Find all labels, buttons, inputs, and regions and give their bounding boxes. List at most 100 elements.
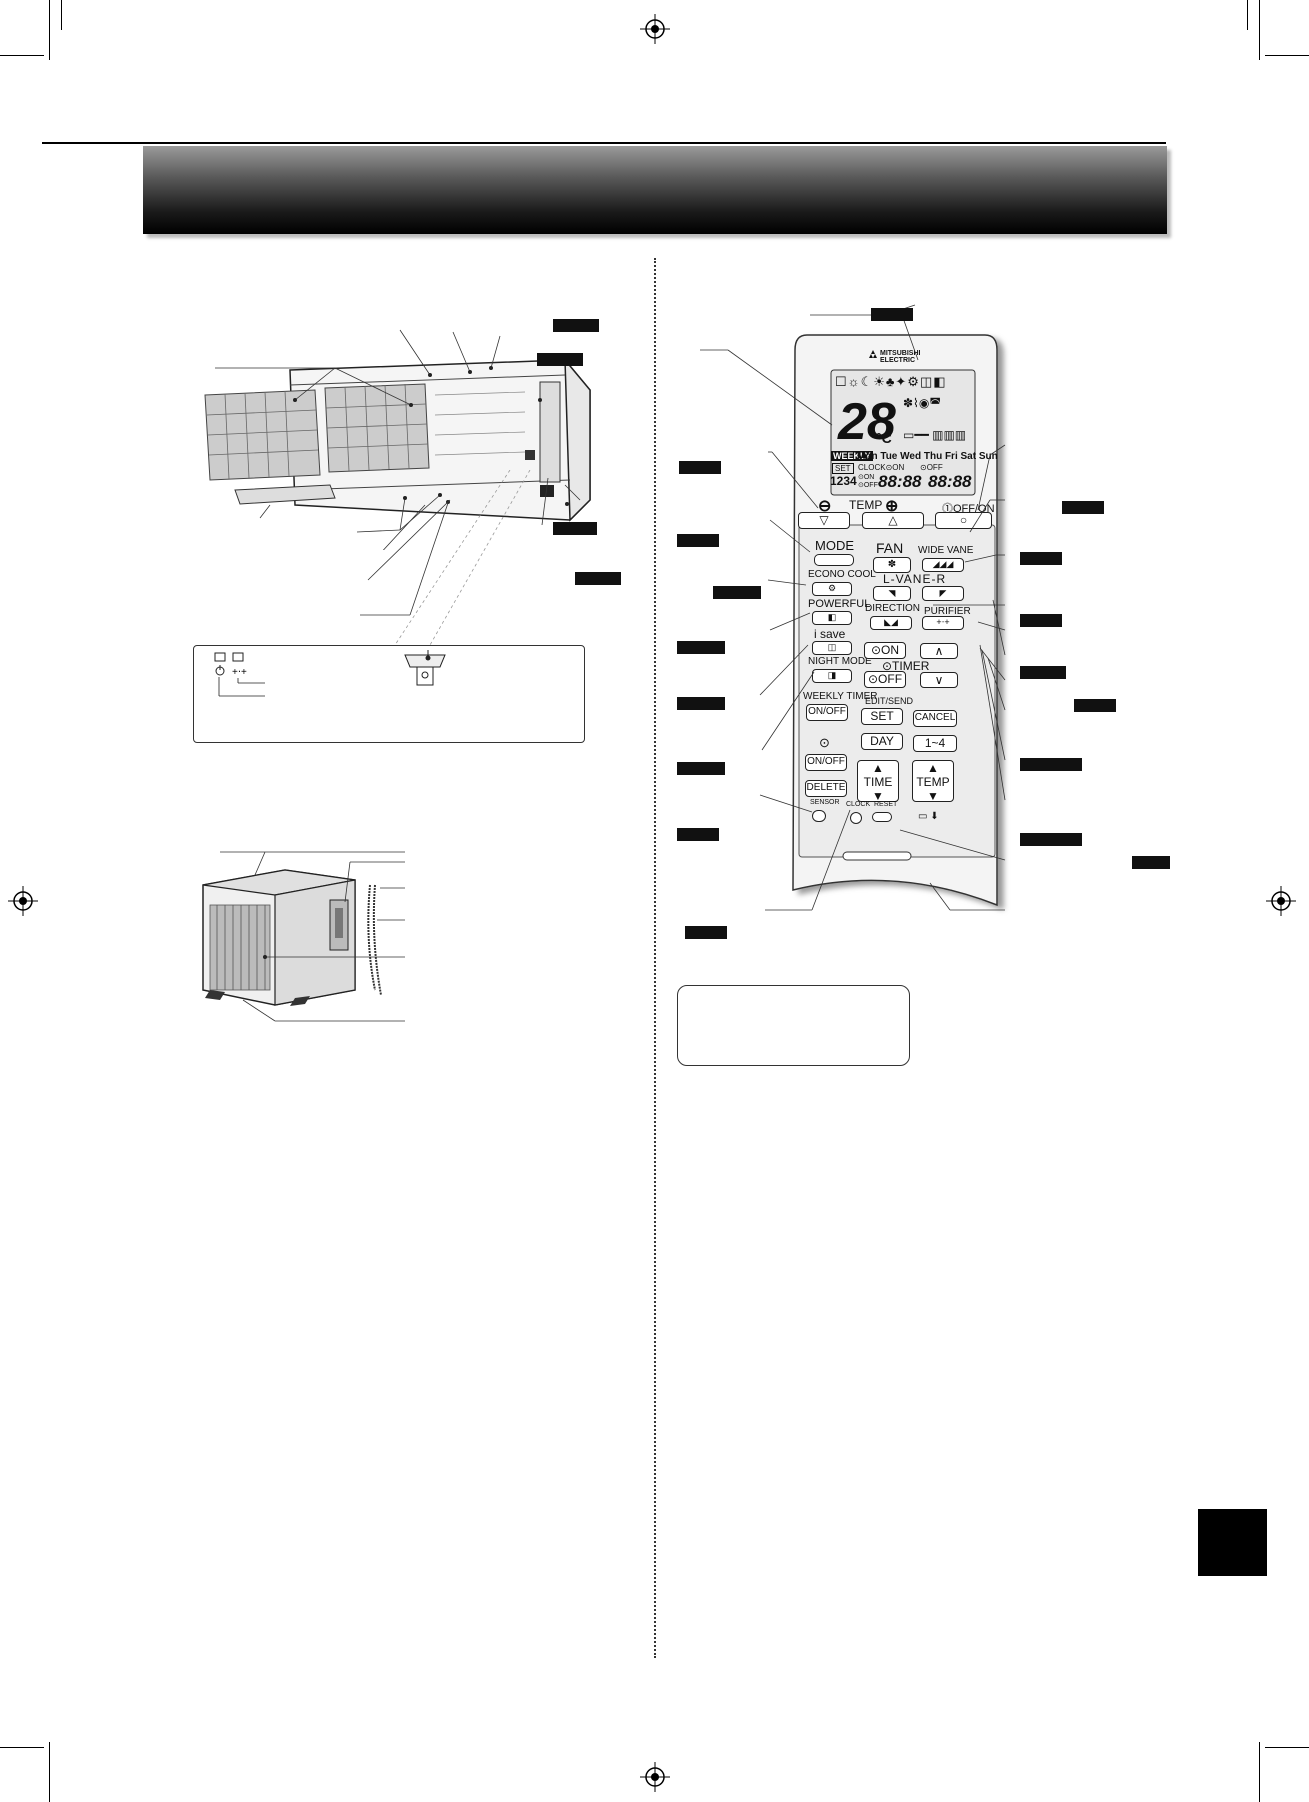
purifier-button[interactable]: +‧+ <box>922 616 964 630</box>
callout-tag <box>677 641 725 654</box>
timer-label: ⊙TIMER <box>882 659 930 673</box>
night-mode-button[interactable]: ◨ <box>812 669 852 683</box>
outdoor-unit-illustration <box>202 851 405 1022</box>
callout-tag <box>679 461 721 474</box>
temp-up-button[interactable]: △ <box>862 512 924 529</box>
lcd-vane-icons: ▭━━ ▥▥▥ <box>903 428 967 442</box>
temp-set-button[interactable]: ▲TEMP▼ <box>912 760 954 803</box>
callout-tag <box>1074 699 1116 712</box>
lcd-temp-unit: °C <box>876 430 892 446</box>
lcd-temp-display: 28 <box>838 393 896 451</box>
crop-mark <box>0 1747 44 1748</box>
l-vane-r-label: L-VANE-R <box>883 572 947 586</box>
crop-mark <box>1265 1747 1309 1748</box>
crop-mark <box>61 0 62 30</box>
lcd-fan-icons: ✽⌇◉◚ <box>903 396 942 410</box>
callout-tag <box>1132 856 1170 869</box>
delete-button[interactable]: DELETE <box>805 780 847 797</box>
powerful-label: POWERFUL <box>808 598 871 610</box>
callout-tag <box>1020 552 1062 565</box>
lcd-on-small: ⊙ON <box>858 474 875 481</box>
time-button-label: TIME <box>863 775 893 789</box>
lcd-time-display-1: 88:88 <box>878 472 922 491</box>
clock-on-off-button[interactable]: ON/OFF <box>805 754 847 771</box>
night-mode-label: NIGHT MODE <box>808 656 872 667</box>
weekly-timer-on-off-button[interactable]: ON/OFF <box>806 704 848 721</box>
econo-cool-button[interactable]: ⚙ <box>812 582 852 596</box>
crop-mark <box>0 55 44 56</box>
lcd-mode-icons: ☐☼☾☀♣✦⚙◫◧ <box>835 374 947 389</box>
powerful-button[interactable]: ◧ <box>812 611 852 625</box>
lcd-weekly-label: WEEKLY <box>831 451 873 461</box>
lcd-set-label: SET <box>832 463 854 474</box>
crop-mark <box>1247 0 1248 30</box>
top-rule <box>42 142 1166 144</box>
lcd-time-display-2: 88:88 <box>928 472 972 491</box>
mode-label: MODE <box>815 538 854 553</box>
sensor-button[interactable] <box>812 810 826 822</box>
off-on-button[interactable]: ○ <box>935 512 992 529</box>
callout-tag <box>575 572 621 585</box>
temp-button-label: TEMP <box>916 775 950 789</box>
fan-button[interactable]: ✽ <box>873 557 911 573</box>
fan-label: FAN <box>876 540 904 556</box>
registration-mark <box>640 14 670 44</box>
callout-tag <box>1020 833 1082 846</box>
l-vane-button[interactable]: ◥ <box>873 586 911 601</box>
crop-mark <box>1265 55 1309 56</box>
callout-tag <box>677 828 719 841</box>
crop-mark <box>1259 0 1260 60</box>
mode-button[interactable] <box>814 554 854 566</box>
note-box <box>677 985 910 1066</box>
callout-tag <box>537 353 583 366</box>
callout-tag <box>553 522 597 535</box>
callout-tag <box>713 586 761 599</box>
svg-text:+‧+: +‧+ <box>232 667 247 678</box>
registration-mark <box>640 1762 670 1792</box>
battery-icon: ▭ ⬇ <box>918 811 939 822</box>
time-button[interactable]: ▲TIME▼ <box>857 760 899 803</box>
wide-vane-label: WIDE VANE <box>918 545 974 556</box>
callout-tag <box>1020 666 1066 679</box>
direction-button[interactable]: ◣◢ <box>870 616 912 630</box>
mitsubishi-logo-icon <box>869 350 877 358</box>
sensor-label: SENSOR <box>810 799 840 806</box>
i-save-button[interactable]: ◫ <box>812 641 852 655</box>
callout-tag <box>685 926 727 939</box>
cancel-button[interactable]: CANCEL <box>913 710 957 727</box>
indicator-detail-box <box>193 645 585 743</box>
callout-tag <box>871 308 913 321</box>
registration-mark <box>8 886 38 916</box>
timer-off-button[interactable]: ⊙OFF <box>864 671 906 688</box>
timer-up-button[interactable]: ∧ <box>920 643 958 659</box>
lcd-days: Mon Tue Wed Thu Fri Sat Sun <box>857 451 998 462</box>
lcd-off-small: ⊙OFF <box>858 482 878 489</box>
callout-tag <box>1062 501 1104 514</box>
temp-down-button[interactable]: ▽ <box>798 512 850 529</box>
wide-vane-button[interactable]: ◢◢◢ <box>922 558 964 572</box>
edit-send-label: EDIT/SEND <box>865 696 914 706</box>
page-tab <box>1198 1509 1267 1576</box>
purifier-label: PURIFIER <box>924 606 971 617</box>
remote-brand-logo: MITSUBISHI ELECTRIC <box>880 350 921 364</box>
indoor-leaders <box>360 470 581 646</box>
lcd-off-label: ⊙OFF <box>920 463 943 472</box>
clock-button[interactable] <box>850 812 862 824</box>
lcd-program-nums: 1234 <box>830 474 857 488</box>
i-save-label: i save <box>814 627 846 641</box>
callout-tag <box>677 697 725 710</box>
day-button[interactable]: DAY <box>861 733 903 750</box>
set-button[interactable]: SET <box>861 708 903 725</box>
timer-down-button[interactable]: ∨ <box>920 672 958 688</box>
one-to-four-button[interactable]: 1~4 <box>913 735 957 752</box>
remote-leaders <box>700 304 1006 911</box>
timer-on-button[interactable]: ⊙ON <box>864 642 906 659</box>
econo-cool-label: ECONO COOL <box>808 569 876 580</box>
callout-tag <box>677 762 725 775</box>
header-banner <box>143 146 1167 234</box>
clock-label: CLOCK <box>846 801 871 808</box>
indoor-unit-illustration <box>204 329 591 550</box>
reset-button[interactable] <box>872 812 892 822</box>
callout-tag <box>1020 614 1062 627</box>
r-vane-button[interactable]: ◤ <box>922 586 964 601</box>
